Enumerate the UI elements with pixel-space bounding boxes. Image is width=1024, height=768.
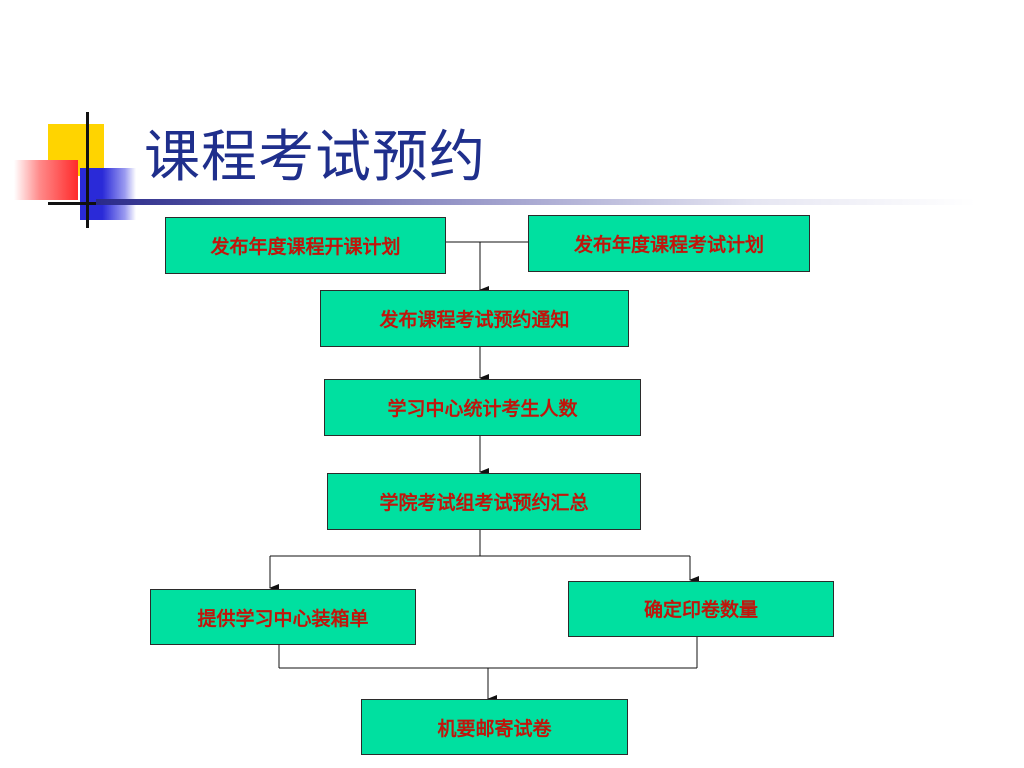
page-title: 课程考试预约 — [144, 125, 486, 190]
decor-vertical-line — [86, 112, 89, 228]
node-stats: 学习中心统计考生人数 — [324, 379, 641, 436]
decor-red-square — [14, 160, 78, 200]
node-open-plan: 发布年度课程开课计划 — [165, 217, 446, 274]
node-summary: 学院考试组考试预约汇总 — [327, 473, 641, 530]
node-notice: 发布课程考试预约通知 — [320, 290, 629, 347]
node-exam-plan: 发布年度课程考试计划 — [528, 215, 810, 272]
decor-blue-square — [80, 168, 136, 220]
title-underline — [96, 199, 976, 205]
node-packing: 提供学习中心装箱单 — [150, 589, 416, 645]
node-quantity: 确定印卷数量 — [568, 581, 834, 637]
node-mail: 机要邮寄试卷 — [361, 699, 628, 755]
decor-horizontal-line — [48, 202, 118, 205]
